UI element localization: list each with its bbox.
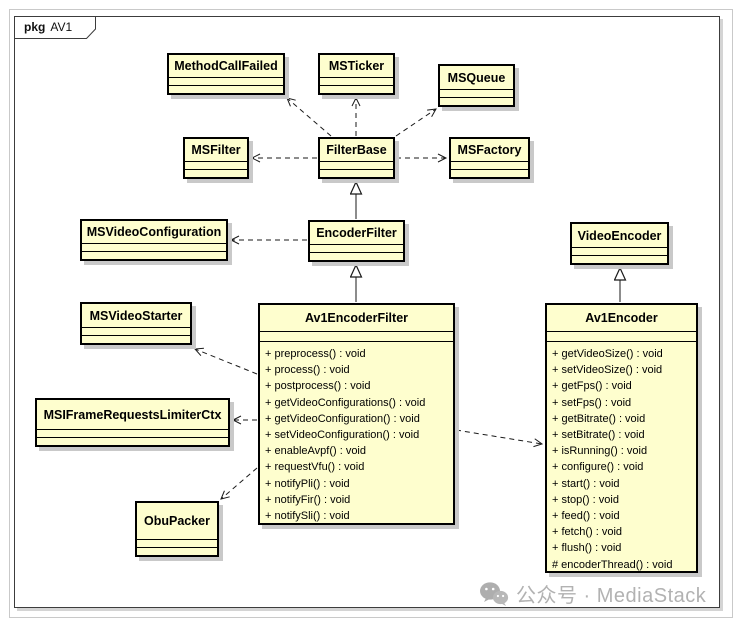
class-name: MSTicker <box>328 59 385 73</box>
method-item: + preprocess() : void <box>265 348 366 360</box>
class-name: MSIFrameRequestsLimiterCtx <box>43 407 222 422</box>
image-border <box>9 9 733 618</box>
operations-compartment <box>82 335 190 343</box>
class-name: MSQueue <box>447 70 506 85</box>
wechat-icon <box>480 581 509 606</box>
operations-compartment: + getVideoSize() : void + setVideoSize() … <box>547 341 696 571</box>
class-name: VideoEncoder <box>577 228 662 243</box>
class-box-filterbase: FilterBase <box>318 137 395 179</box>
method-item: + fetch() : void <box>552 526 623 539</box>
method-item: + isRunning() : void <box>552 445 648 458</box>
method-item: + notifySli() : void <box>265 510 350 523</box>
attributes-compartment <box>440 89 513 97</box>
class-box-av1encoderfilter: Av1EncoderFilter + preprocess() : void+ … <box>258 303 455 525</box>
attributes-compartment <box>137 539 217 547</box>
attributes-compartment <box>37 429 228 437</box>
method-item: + getVideoConfiguration() : void <box>265 412 420 425</box>
class-name: MSVideoStarter <box>89 308 183 323</box>
method-item: + stop() : void <box>552 493 619 506</box>
method-item: # encoderThread() : void <box>552 558 673 571</box>
method-item: + postprocess() : void <box>265 380 371 393</box>
class-name: EncoderFilter <box>316 226 397 240</box>
class-box-msfilter: MSFilter <box>183 137 249 179</box>
method-item: + setBitrate() : void <box>552 429 645 442</box>
operations-compartment <box>440 97 513 105</box>
package-keyword: pkg <box>24 20 46 34</box>
method-item: + getFps() : void <box>552 380 632 393</box>
class-box-obupacker: ObuPacker <box>135 501 219 557</box>
class-name: Av1Encoder <box>585 311 658 325</box>
operations-compartment <box>137 547 217 555</box>
class-box-encoderfilter: EncoderFilter <box>308 220 405 262</box>
method-item: + setFps() : void <box>552 396 632 409</box>
operations-compartment <box>451 169 528 177</box>
attributes-compartment <box>185 161 247 169</box>
method-item: + process() : void <box>265 364 350 377</box>
operations-compartment <box>310 252 403 260</box>
method-item: + start() : void <box>552 477 620 490</box>
class-box-msfactory: MSFactory <box>449 137 530 179</box>
method-item: + requestVfu() : void <box>265 461 365 474</box>
class-box-msvideoconfiguration: MSVideoConfiguration <box>80 219 228 261</box>
attributes-compartment <box>547 331 696 341</box>
method-item: + configure() : void <box>552 461 644 474</box>
method-item: + setVideoSize() : void <box>552 364 663 377</box>
class-box-videoencoder: VideoEncoder <box>570 222 669 265</box>
operations-compartment <box>169 85 283 93</box>
class-box-av1encoder: Av1Encoder + getVideoSize() : void + setV… <box>545 303 698 573</box>
class-box-msticker: MSTicker <box>318 53 395 95</box>
operations-compartment <box>320 169 393 177</box>
attributes-compartment <box>82 327 190 335</box>
class-box-msiframerequestslimiterctx: MSIFrameRequestsLimiterCtx <box>35 398 230 447</box>
operations-compartment <box>185 169 247 177</box>
operations-compartment <box>82 251 226 259</box>
method-item: + getBitrate() : void <box>552 412 646 425</box>
operations-compartment <box>320 85 393 93</box>
attributes-compartment <box>260 331 453 341</box>
class-name: ObuPacker <box>143 514 210 528</box>
method-item: + getVideoSize() : void <box>552 348 663 360</box>
package-name: AV1 <box>50 20 73 34</box>
method-item: + setVideoConfiguration() : void <box>265 429 420 442</box>
class-name: FilterBase <box>326 143 387 157</box>
attributes-compartment <box>572 247 667 255</box>
operations-compartment <box>37 437 228 445</box>
attributes-compartment <box>320 77 393 85</box>
method-item: + enableAvpf() : void <box>265 445 366 458</box>
class-name: MSFactory <box>457 143 522 157</box>
watermark: 公众号 · MediaStack <box>479 579 706 608</box>
operations-compartment: + preprocess() : void + process() : void +… <box>260 341 453 523</box>
class-name: MSVideoConfiguration <box>86 225 222 239</box>
attributes-compartment <box>82 243 226 251</box>
class-box-msvideostarter: MSVideoStarter <box>80 302 192 345</box>
package-tab-label: pkg AV1 <box>24 20 72 34</box>
class-name: MethodCallFailed <box>174 59 278 73</box>
class-name: MSFilter <box>191 143 241 157</box>
attributes-compartment <box>169 77 283 85</box>
method-item: + getVideoConfigurations() : void <box>265 396 426 409</box>
method-item: + feed() : void <box>552 510 620 523</box>
method-item: + notifyFir() : void <box>265 493 351 506</box>
attributes-compartment <box>320 161 393 169</box>
class-box-methodcallfailed: MethodCallFailed <box>167 53 285 95</box>
class-box-msqueue: MSQueue <box>438 64 515 107</box>
attributes-compartment <box>451 161 528 169</box>
method-item: + flush() : void <box>552 542 622 555</box>
attributes-compartment <box>310 244 403 252</box>
operations-compartment <box>572 255 667 263</box>
class-name: Av1EncoderFilter <box>304 311 409 325</box>
watermark-label: 公众号 · MediaStack <box>516 585 707 607</box>
method-item: + notifyPli() : void <box>265 477 350 490</box>
